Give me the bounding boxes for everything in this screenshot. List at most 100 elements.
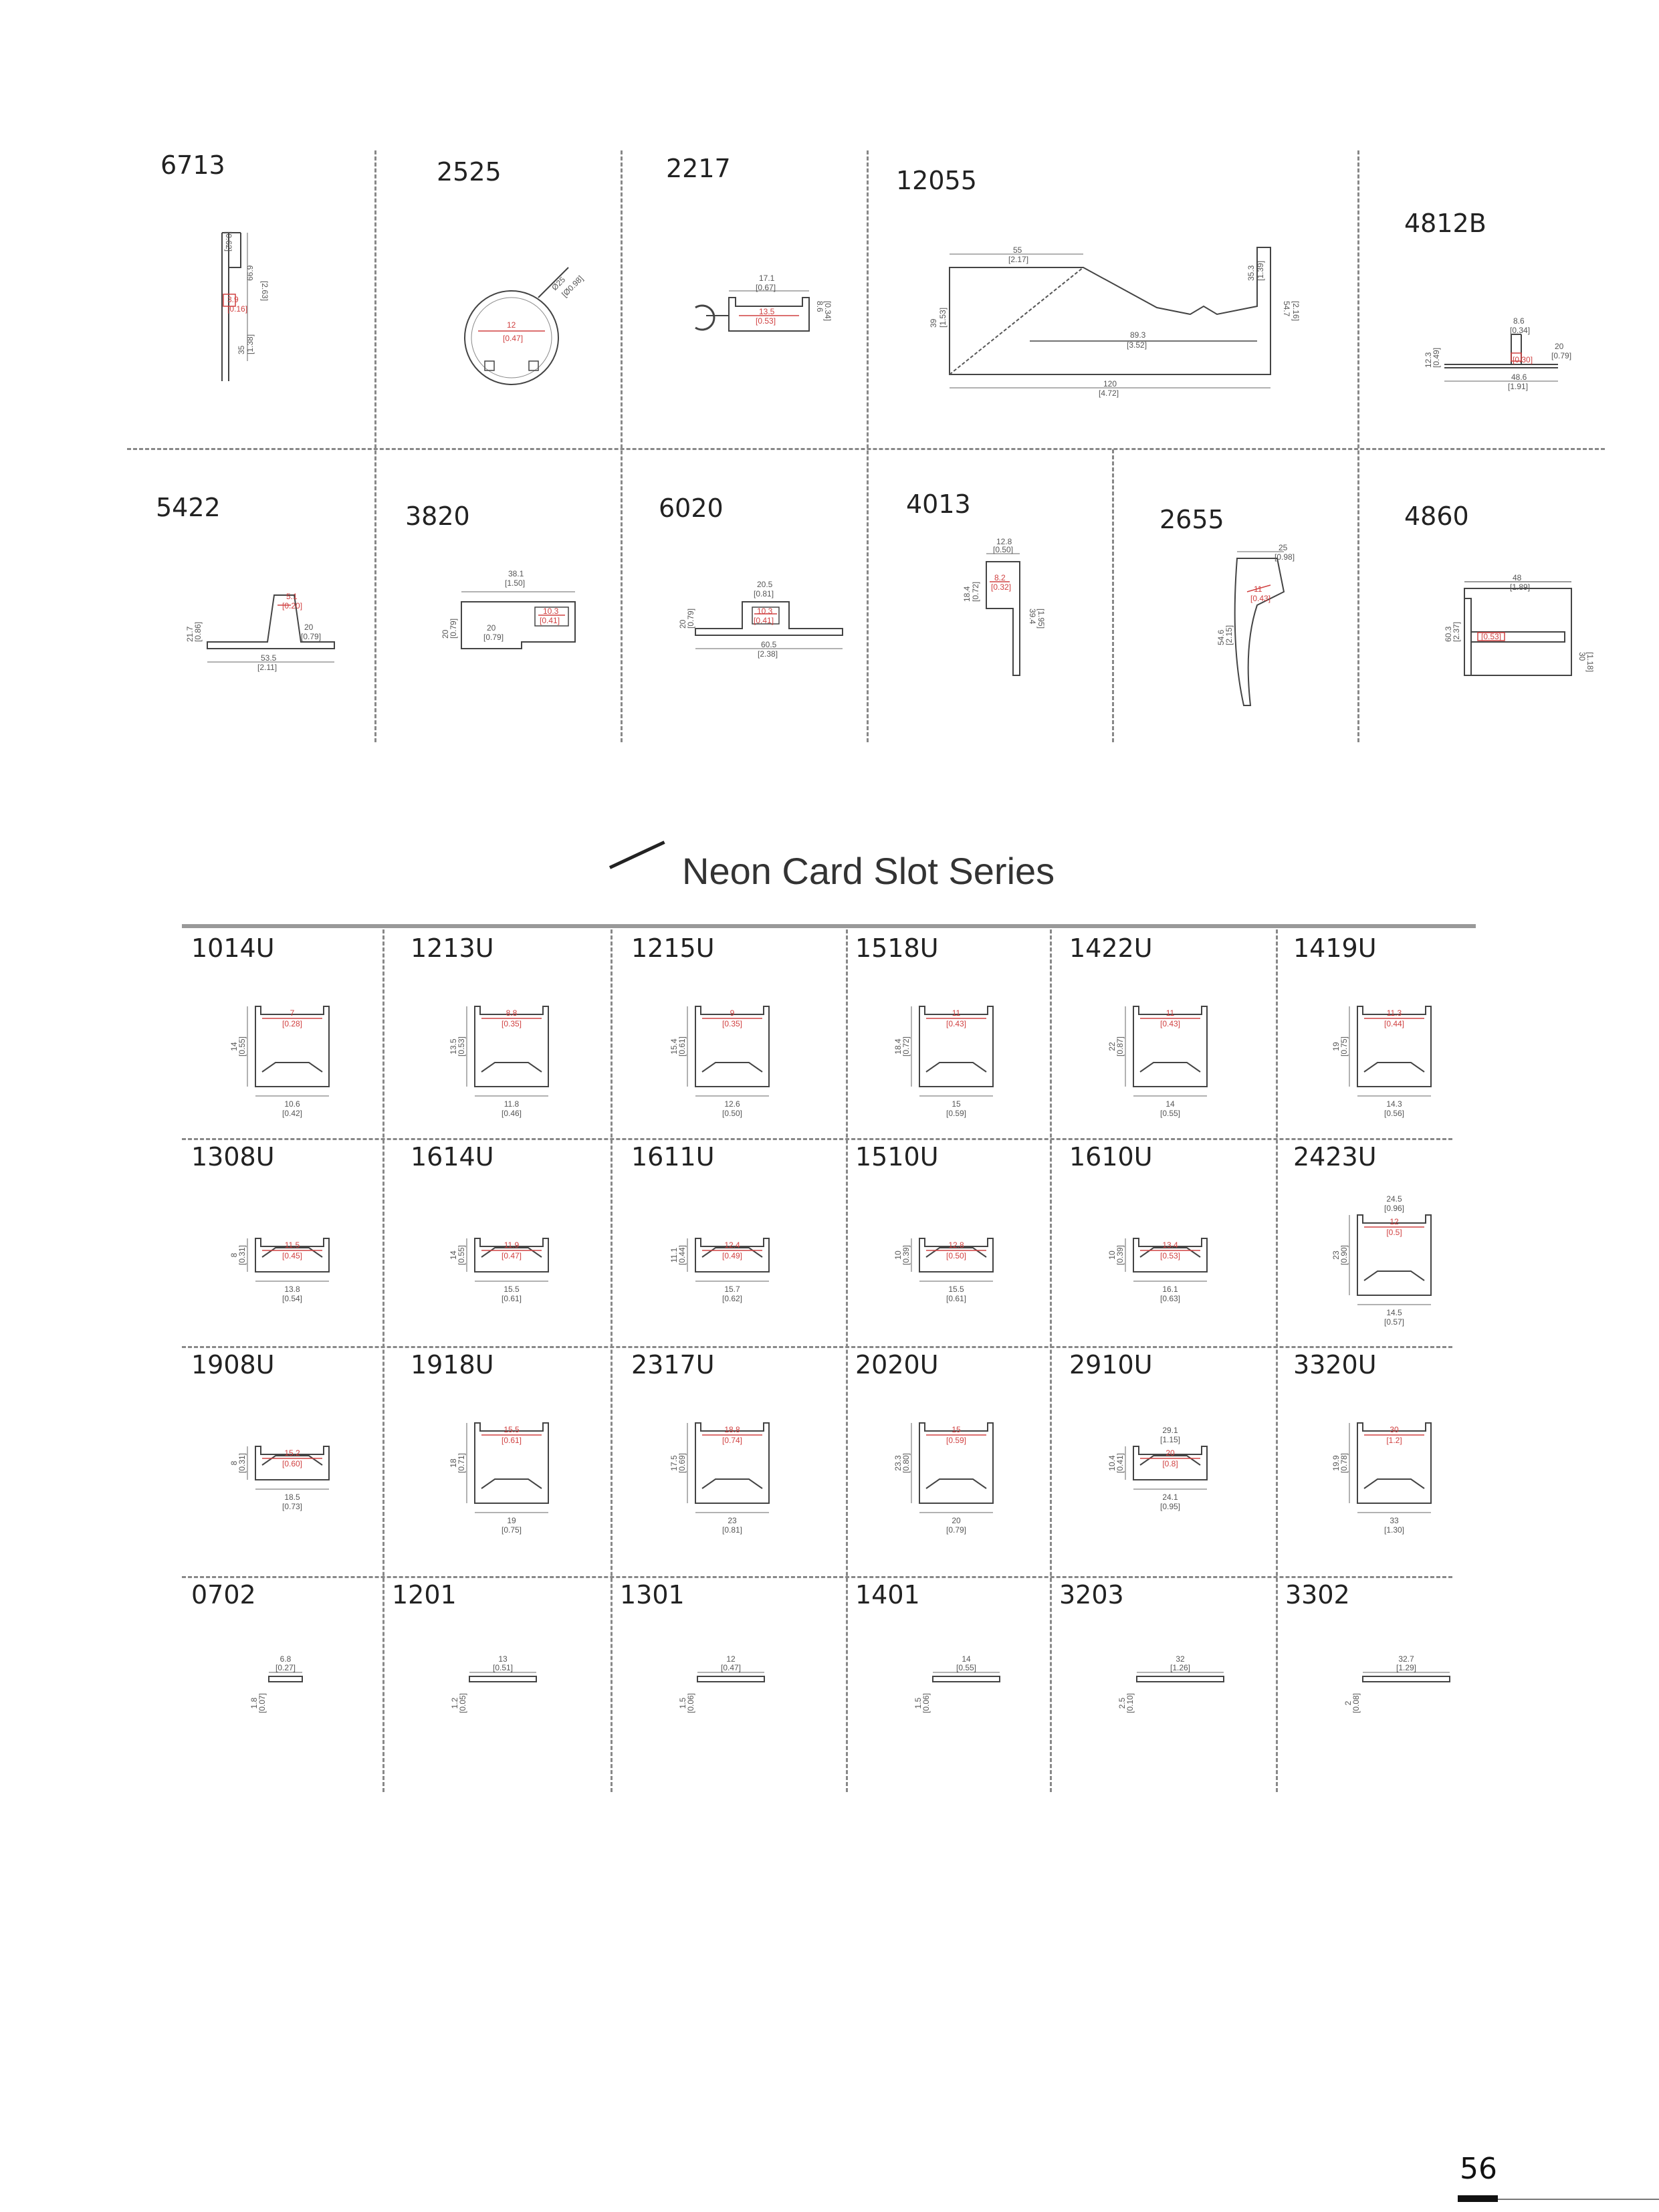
svg-text:20: 20 xyxy=(487,623,496,633)
svg-text:60.3: 60.3 xyxy=(1444,626,1453,642)
height-dimension: 10 xyxy=(893,1250,903,1260)
profile-drawing-1301: 12[0.47]1.5[0.06] xyxy=(671,1650,804,1733)
profile-code: 1908U xyxy=(191,1350,275,1379)
slot-dimension: 20 xyxy=(1166,1448,1175,1458)
height-dimension-inch: [0.44] xyxy=(677,1245,687,1265)
svg-text:[0.72]: [0.72] xyxy=(971,582,980,602)
grid-divider xyxy=(374,150,376,742)
height-dimension: 1.5 xyxy=(913,1697,923,1708)
profile-code: 2910U xyxy=(1069,1350,1153,1379)
grid-divider xyxy=(382,929,384,1792)
slot-dimension: 12.4 xyxy=(724,1240,740,1250)
svg-text:11: 11 xyxy=(1254,584,1262,594)
profile-outline xyxy=(1133,1238,1208,1273)
grid-divider xyxy=(182,1576,1452,1578)
height-dimension-inch: [0.87] xyxy=(1115,1036,1125,1057)
width-dimension-inch: [1.29] xyxy=(1396,1663,1416,1672)
svg-text:[0.98]: [0.98] xyxy=(1275,552,1295,562)
width-dimension-inch: [0.73] xyxy=(282,1502,302,1511)
slot-dimension: 15.2 xyxy=(284,1448,300,1458)
profile-code: 4013 xyxy=(906,489,971,519)
width-dimension-inch: [0.61] xyxy=(946,1294,966,1303)
slot-dimension-inch: [0.43] xyxy=(946,1019,966,1028)
height-dimension: 15.4 xyxy=(669,1038,679,1055)
top-width-dimension: 29.1 xyxy=(1162,1426,1178,1435)
svg-text:[3.52]: [3.52] xyxy=(1127,340,1147,350)
svg-text:38.1: 38.1 xyxy=(508,569,524,578)
svg-text:13.5: 13.5 xyxy=(759,307,775,316)
svg-text:48: 48 xyxy=(1513,573,1522,582)
width-dimension-inch: [0.63] xyxy=(1160,1294,1180,1303)
profile-code: 0702 xyxy=(191,1580,256,1610)
svg-text:53.5: 53.5 xyxy=(261,653,277,663)
svg-text:[2.11]: [2.11] xyxy=(257,663,277,672)
slot-dimension-inch: [1.2] xyxy=(1386,1436,1402,1445)
width-dimension-inch: [0.95] xyxy=(1160,1502,1180,1511)
width-dimension: 24.1 xyxy=(1162,1492,1178,1502)
height-dimension-inch: [0.08] xyxy=(1351,1693,1361,1713)
svg-text:[0.16]: [0.16] xyxy=(227,304,247,314)
profile-code: 3302 xyxy=(1285,1580,1350,1610)
svg-text:[1.18]: [1.18] xyxy=(1585,652,1595,672)
svg-text:48.6: 48.6 xyxy=(1511,372,1527,382)
grid-divider xyxy=(1112,449,1114,742)
profile-code: 2020U xyxy=(855,1350,939,1379)
svg-text:[2.17]: [2.17] xyxy=(1008,255,1028,264)
svg-text:[0.53]: [0.53] xyxy=(1481,632,1501,641)
profile-code: 6020 xyxy=(659,493,724,523)
width-dimension-inch: [0.42] xyxy=(282,1109,302,1118)
height-dimension: 8 xyxy=(229,1252,239,1257)
height-dimension-inch: [0.06] xyxy=(921,1693,931,1713)
height-dimension-inch: [0.78] xyxy=(1339,1453,1349,1473)
slot-dimension: 15 xyxy=(952,1425,961,1434)
grid-divider xyxy=(621,150,623,742)
svg-text:[1.50]: [1.50] xyxy=(505,578,525,588)
profile-code: 1614U xyxy=(411,1142,494,1172)
height-dimension: 23.3 xyxy=(893,1455,903,1471)
svg-text:[1.39]: [1.39] xyxy=(1256,261,1265,281)
profile-code: 1215U xyxy=(631,933,715,963)
width-dimension: 32 xyxy=(1176,1654,1185,1664)
svg-text:12: 12 xyxy=(507,320,516,330)
svg-text:20.5: 20.5 xyxy=(757,580,773,589)
profile-code: 2655 xyxy=(1159,505,1224,534)
svg-text:[0.30]: [0.30] xyxy=(1513,355,1533,364)
profile-outline xyxy=(1357,1214,1432,1296)
svg-text:54.7: 54.7 xyxy=(1282,301,1291,317)
profile-drawing-1014U: 7[0.28]10.6[0.42]14[0.55] xyxy=(222,983,382,1127)
profile-code: 1610U xyxy=(1069,1142,1153,1172)
profile-outline xyxy=(1133,1446,1208,1480)
width-dimension-inch: [0.47] xyxy=(721,1663,741,1672)
svg-text:54.6: 54.6 xyxy=(1216,629,1226,645)
svg-text:[0.79]: [0.79] xyxy=(483,633,504,642)
height-dimension: 23 xyxy=(1331,1250,1341,1260)
slot-dimension-inch: [0.5] xyxy=(1386,1228,1402,1237)
svg-text:[2.38]: [2.38] xyxy=(758,649,778,659)
height-dimension: 19.9 xyxy=(1331,1455,1341,1471)
grid-divider xyxy=(611,929,613,1792)
profile-drawing-2910U: 20[0.8]24.1[0.95]10.4[0.41]29.1[1.15] xyxy=(1100,1400,1260,1543)
profile-drawing-1422U: 11[0.43]14[0.55]22[0.87] xyxy=(1100,983,1260,1127)
width-dimension: 14.5 xyxy=(1386,1308,1402,1317)
height-dimension-inch: [0.61] xyxy=(677,1036,687,1057)
width-dimension: 14.3 xyxy=(1386,1099,1402,1109)
height-dimension-inch: [0.10] xyxy=(1125,1693,1135,1713)
profile-drawing-3320U: 30[1.2]33[1.30]19.9[0.78] xyxy=(1324,1400,1484,1543)
slot-dimension-inch: [0.49] xyxy=(722,1251,742,1260)
svg-text:5.1: 5.1 xyxy=(286,592,298,601)
profile-outline xyxy=(695,1422,770,1504)
height-dimension: 10 xyxy=(1107,1250,1117,1260)
profile-code: 4860 xyxy=(1404,502,1469,531)
grid-divider xyxy=(1357,150,1359,742)
profile-outline xyxy=(255,1006,330,1087)
svg-text:120: 120 xyxy=(1103,379,1117,389)
height-dimension: 1.5 xyxy=(678,1697,687,1708)
profile-drawing-3302: 32.7[1.29]2[0.08] xyxy=(1336,1650,1470,1733)
profile-drawing-2655: 25 [0.98] 11 [0.43] 54.6 [2.15] xyxy=(1216,543,1337,715)
svg-text:[2.37]: [2.37] xyxy=(1452,622,1461,642)
slot-dimension-inch: [0.44] xyxy=(1384,1019,1404,1028)
profile-code: 1419U xyxy=(1293,933,1377,963)
profile-code: 1301 xyxy=(620,1580,685,1610)
slot-dimension: 11 xyxy=(952,1008,961,1018)
svg-text:30: 30 xyxy=(1577,652,1587,661)
